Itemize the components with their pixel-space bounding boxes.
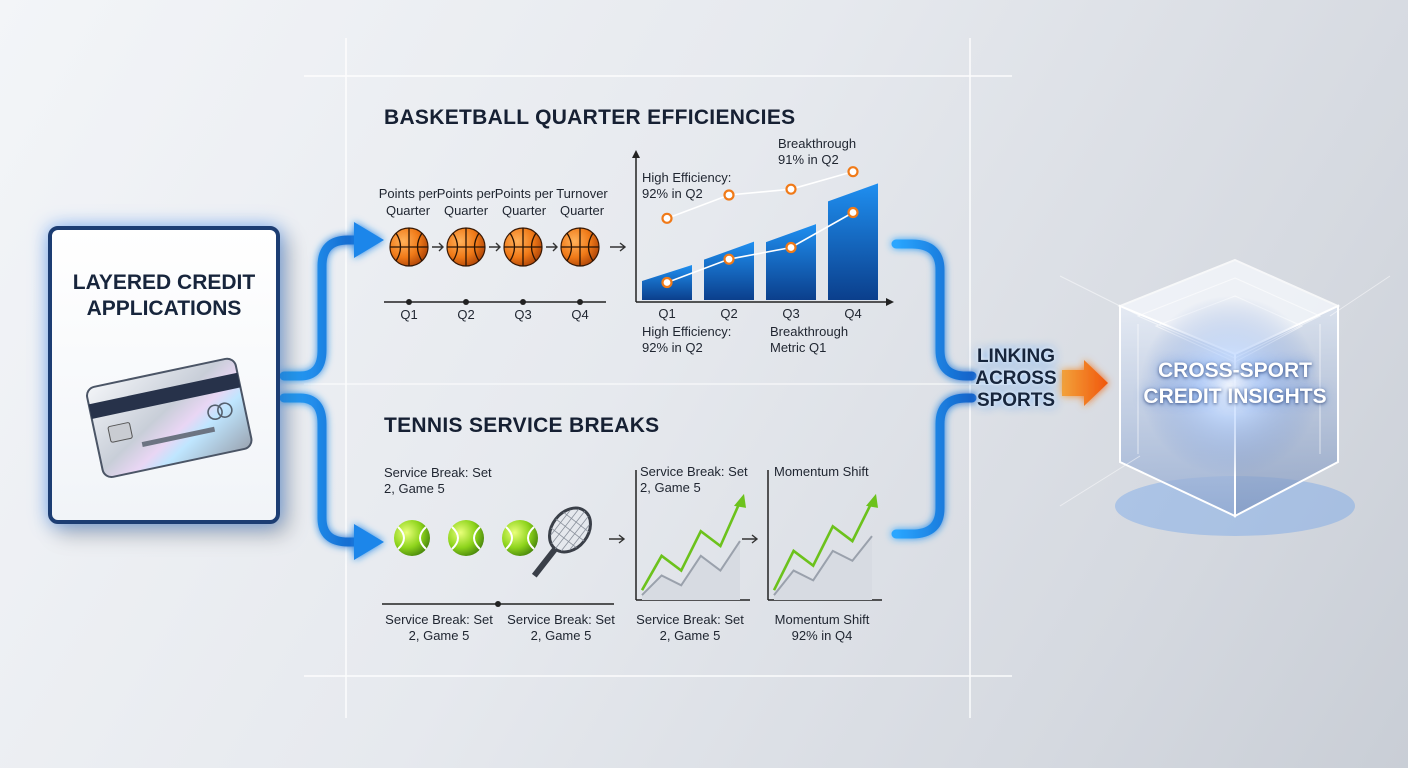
chart-point [723, 189, 735, 201]
tennis-chart2-top-annotation: Momentum Shift [774, 464, 869, 479]
chart-line [666, 211, 854, 284]
credit-applications-panel: LAYERED CREDIT APPLICATIONS [48, 226, 280, 524]
tennis-icons [394, 506, 592, 578]
arrow-to-basketball [354, 222, 384, 258]
chart-point [661, 276, 673, 289]
tennis-timeline-label: Service Break: Set 2, Game 5 [507, 612, 615, 643]
chart-x-tick-label: Q2 [720, 306, 738, 321]
tennis-momentum-chart [767, 470, 882, 601]
tennis-timeline-label: Service Break: Set 2, Game 5 [385, 612, 493, 643]
tennis-timeline-tick [495, 601, 501, 607]
frame-lines [304, 38, 1012, 718]
stage-arrows [432, 242, 759, 544]
tennis-ball-icon [394, 520, 430, 556]
tennis-chart2-bottom-annotation: Momentum Shift 92% in Q4 [774, 612, 870, 643]
chart-x-tick-label: Q3 [782, 306, 800, 321]
basketball-icon [446, 227, 486, 267]
chart-x-tick-label: Q4 [844, 306, 862, 321]
basketball-stage-label: Points per Quarter [378, 186, 438, 218]
basketball-stage-label: Points per Quarter [436, 186, 496, 218]
timeline-label-q1: Q1 [400, 307, 418, 322]
basketball-section-title: BASKETBALL QUARTER EFFICIENCIES [384, 106, 796, 129]
chart-bar [766, 224, 816, 300]
chart-x-tick-label: Q1 [658, 306, 676, 321]
chart-point [847, 206, 859, 219]
tennis-section-title: TENNIS SERVICE BREAKS [384, 414, 660, 437]
chart-arrowhead [866, 493, 878, 508]
orange-arrow [1062, 360, 1108, 406]
chart-bar [704, 241, 754, 300]
basketball-timeline-ticks [406, 299, 583, 305]
basketball-icon [560, 227, 600, 267]
tennis-ball-icon [502, 520, 538, 556]
chart-point [847, 166, 859, 178]
chart-line-primary [640, 501, 742, 591]
timeline-label-q4: Q4 [571, 307, 589, 322]
basketball-efficiency-chart [632, 150, 894, 306]
below-chart-annotation-breakthrough: Breakthrough Metric Q1 [770, 324, 849, 355]
basketball-stage-label: Turnover Quarter [556, 186, 608, 218]
chart-line [666, 170, 854, 220]
tennis-chart1-top-annotation: Service Break: Set 2, Game 5 [640, 464, 748, 495]
tennis-chart1-bottom-annotation: Service Break: Set 2, Game 5 [636, 612, 744, 643]
tennis-top-annotation: Service Break: Set 2, Game 5 [384, 465, 492, 496]
basketball-icon [389, 227, 429, 267]
tennis-racket-icon [531, 506, 592, 578]
credit-panel-title: LAYERED CREDIT APPLICATIONS [72, 271, 256, 320]
basketball-icons [389, 227, 600, 267]
glass-cube-icon [1059, 258, 1391, 536]
linking-across-sports-label: LINKING ACROSS SPORTS [975, 346, 1057, 411]
basketball-stage-label: Points per Quarter [494, 186, 554, 218]
tennis-service-break-chart [635, 470, 750, 601]
chart-point [723, 253, 735, 265]
timeline-label-q2: Q2 [457, 307, 475, 322]
chart-point [785, 241, 797, 254]
below-chart-annotation-high-efficiency: High Efficiency: 92% in Q2 [642, 324, 732, 355]
chart-annotation-high-efficiency: High Efficiency: 92% in Q2 [642, 170, 732, 201]
basketball-icon [503, 227, 543, 267]
chart-line-secondary [641, 540, 741, 596]
chart-annotation-breakthrough: Breakthrough 91% in Q2 [778, 136, 857, 167]
cross-sport-insights-label: CROSS-SPORT CREDIT INSIGHTS [1143, 359, 1327, 408]
timeline-label-q3: Q3 [514, 307, 532, 322]
credit-card-icon [86, 357, 253, 478]
arrow-to-tennis [354, 524, 384, 560]
tennis-ball-icon [448, 520, 484, 556]
chart-point [661, 212, 673, 224]
chart-arrowhead [734, 493, 746, 508]
split-connector [279, 235, 365, 547]
merge-connector [891, 239, 977, 539]
chart-point [785, 183, 797, 195]
chart-line-secondary [773, 535, 873, 596]
chart-area [774, 536, 872, 600]
chart-bar [828, 183, 878, 300]
chart-line-primary [772, 501, 874, 591]
